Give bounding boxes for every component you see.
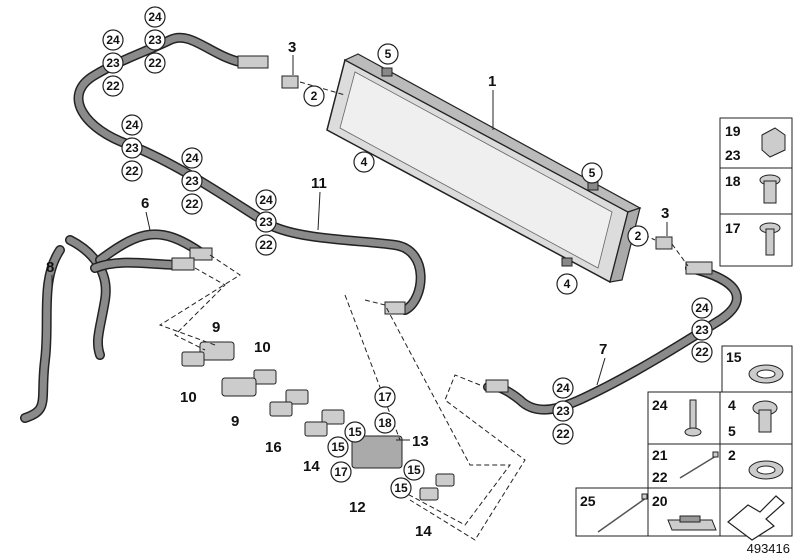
callout-24: 24	[148, 10, 162, 24]
callout-23: 23	[556, 404, 570, 418]
callout-22: 22	[106, 79, 120, 93]
part-label-3a: 3	[288, 39, 296, 56]
callout-23: 23	[125, 141, 139, 155]
legend-24: 24	[652, 397, 668, 413]
part-label-7: 7	[599, 341, 607, 358]
part-label-16: 16	[265, 439, 282, 456]
callout-22: 22	[148, 56, 162, 70]
callout-15: 15	[407, 463, 421, 477]
part-label-10a: 10	[254, 339, 271, 356]
callout-5: 5	[385, 47, 392, 61]
part-label-14a: 14	[303, 458, 320, 475]
legend-21: 21	[652, 447, 668, 463]
plain-labels: 1 3 3 6 7 8 9 9 10 10 11 12 13 14 14 16	[46, 39, 669, 540]
hose-left	[20, 229, 213, 423]
long-cable-tie-icon	[597, 493, 648, 533]
callout-22: 22	[695, 345, 709, 359]
cable-tie-icon	[679, 451, 719, 479]
callout-22: 22	[125, 164, 139, 178]
legend-18: 18	[725, 173, 741, 189]
sealing-ring-icon	[748, 364, 784, 384]
callout-15: 15	[394, 481, 408, 495]
circled-labels: 24 24 23 23 22 22 2 2 5 5 4 4 24 23 22 2…	[102, 6, 713, 499]
legend-22: 22	[652, 469, 668, 485]
arrow-direction-icon	[727, 495, 785, 541]
rubber-mount-icon	[752, 400, 778, 433]
callout-24: 24	[125, 118, 139, 132]
o-ring-icon	[748, 460, 784, 480]
part-label-9b: 9	[231, 413, 239, 430]
callout-15: 15	[331, 440, 345, 454]
callout-23: 23	[148, 33, 162, 47]
callout-4: 4	[564, 277, 571, 291]
callout-23: 23	[106, 56, 120, 70]
part-label-13: 13	[412, 433, 429, 450]
callout-24: 24	[556, 381, 570, 395]
screw-icon	[759, 222, 781, 256]
legend-17: 17	[725, 220, 741, 236]
push-rivet-icon	[684, 399, 702, 437]
legend-25: 25	[580, 493, 596, 509]
part-label-8: 8	[46, 259, 54, 276]
callout-18: 18	[378, 416, 392, 430]
cable-clip-icon	[761, 127, 786, 158]
legend-20: 20	[652, 493, 668, 509]
callout-5: 5	[589, 166, 596, 180]
callout-24: 24	[259, 193, 273, 207]
legend-2: 2	[728, 447, 736, 463]
legend-19: 19	[725, 123, 741, 139]
oil-cooler	[326, 53, 642, 284]
callout-17: 17	[378, 390, 392, 404]
callout-15: 15	[348, 425, 362, 439]
callout-4: 4	[361, 155, 368, 169]
connectors	[181, 75, 673, 501]
callout-24: 24	[185, 151, 199, 165]
part-label-12: 12	[349, 499, 366, 516]
label-sheet-icon	[667, 515, 717, 531]
hose-right	[483, 261, 742, 415]
callout-17: 17	[334, 465, 348, 479]
expanding-rivet-icon	[759, 174, 781, 204]
callout-24: 24	[695, 301, 709, 315]
leader-lines	[51, 55, 668, 441]
part-label-9a: 9	[212, 319, 220, 336]
part-label-1: 1	[488, 73, 496, 90]
legend-4: 4	[728, 397, 736, 413]
callout-23: 23	[695, 323, 709, 337]
part-label-10b: 10	[180, 389, 197, 406]
document-number: 493416	[746, 541, 790, 556]
legend-panel	[575, 117, 793, 537]
legend-5: 5	[728, 423, 736, 439]
legend-labels: 19 23 18 17 15 24 4 5 21 22 2 25 20	[580, 123, 742, 509]
callout-23: 23	[185, 174, 199, 188]
callout-2: 2	[311, 89, 318, 103]
part-label-6: 6	[141, 195, 149, 212]
callout-23: 23	[259, 215, 273, 229]
callout-22: 22	[185, 197, 199, 211]
part-label-11: 11	[311, 175, 327, 192]
part-label-14b: 14	[415, 523, 432, 540]
part-label-3b: 3	[661, 205, 669, 222]
callout-22: 22	[259, 238, 273, 252]
callout-2: 2	[635, 229, 642, 243]
legend-15: 15	[726, 349, 742, 365]
legend-23: 23	[725, 147, 741, 163]
callout-22: 22	[556, 427, 570, 441]
callout-24: 24	[106, 33, 120, 47]
